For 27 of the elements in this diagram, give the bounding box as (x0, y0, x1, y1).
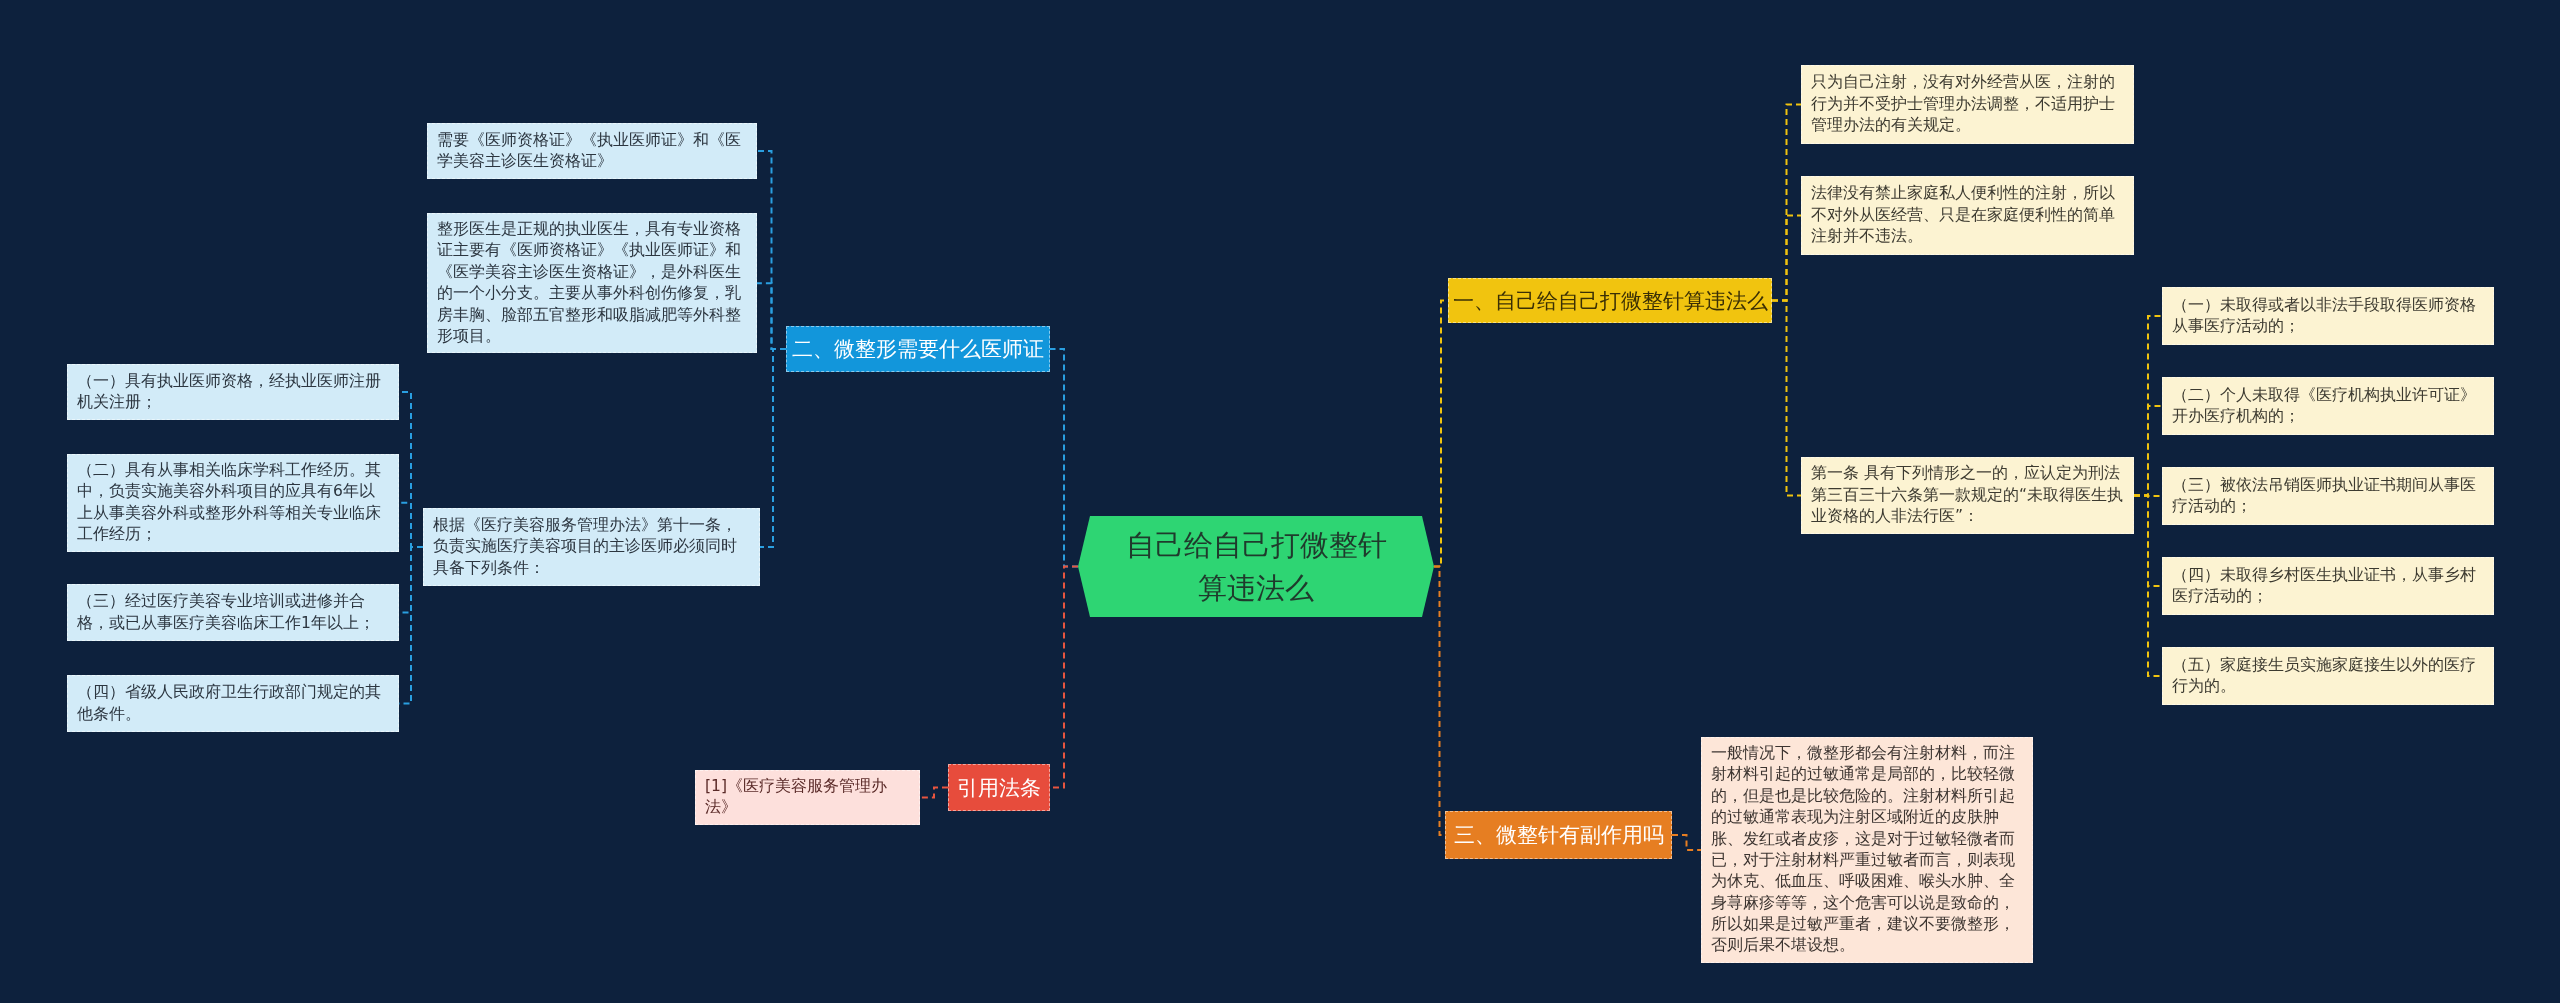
branch-box: 三、微整针有副作用吗 (1445, 811, 1672, 859)
text-box: [1]《医疗美容服务管理办法》 (695, 770, 920, 825)
text-box: 法律没有禁止家庭私人便利性的注射，所以不对外从医经营、只是在家庭便利性的简单注射并不违法。 (1801, 176, 2134, 255)
text-box: 一般情况下，微整形都会有注射材料，而注射材料引起的过敏通常是局部的，比较轻微的，但是也是比较危险的。注射材料所引起的过敏通常表现为注射区域附近的皮肤肿胀、发红或者皮疹，这是对于过敏轻微者而已，对于注射材料严重过敏者而言，则表现为休克、低血压、呼吸困难、喉头水肿、全身荨麻疹等等，这个危害可以说是致命的，所以如果是过敏严重者，建议不要微整形，否则后果不堪设想。 (1701, 737, 2033, 963)
text-box: 整形医生是正规的执业医生，具有专业资格证主要有《医师资格证》《执业医师证》和《医学美容主诊医生资格证》，是外科医生的一个小分支。主要从事外科创伤修复，乳房丰胸、脸部五官整形和吸脂减肥等外科整形项目。 (427, 213, 757, 354)
text-box: 根据《医疗美容服务管理办法》第十一条，负责实施医疗美容项目的主诊医师必须同时具备下列条件： (423, 508, 760, 586)
connector-line (1771, 299, 1802, 497)
text-box: 只为自己注射，没有对外经营从医，注射的行为并不受护士管理办法调整，不适用护士管理办法的有关规定。 (1801, 65, 2134, 144)
text-box: （二）个人未取得《医疗机构执业许可证》开办医疗机构的； (2162, 377, 2494, 435)
text-box: 第一条 具有下列情形之一的，应认定为刑法第三百三十六条第一款规定的“未取得医生执业资格的人非法行医”： (1801, 457, 2134, 534)
connector-line (1671, 834, 1702, 851)
connector-line (2133, 494, 2163, 677)
text-box: （三）经过医疗美容专业培训或进修并合格，或已从事医疗美容临床工作1年以上； (67, 584, 399, 641)
connector-line (919, 786, 949, 799)
branch-box: 一、自己给自己打微整针算违法么 (1448, 278, 1772, 323)
branch-box: 二、微整形需要什么医师证 (786, 326, 1050, 372)
text-box: （一）具有执业医师资格，经执业医师注册机关注册； (67, 364, 399, 420)
text-box: （二）具有从事相关临床学科工作经历。其中，负责实施美容外科项目的应具有6年以上从事美容外科或整形外科等相关专业临床工作经历； (67, 454, 399, 552)
text-box: （四）省级人民政府卫生行政部门规定的其他条件。 (67, 675, 399, 732)
central-topic-hexagon: 自己给自己打微整针算违法么 (1078, 516, 1434, 617)
branch-box: 引用法条 (948, 764, 1050, 811)
connector-line (759, 348, 787, 548)
text-box: （五）家庭接生员实施家庭接生以外的医疗行为的。 (2162, 647, 2494, 705)
text-box: （三）被依法吊销医师执业证书期间从事医疗活动的； (2162, 467, 2494, 525)
text-box: （一）未取得或者以非法手段取得医师资格从事医疗活动的； (2162, 287, 2494, 345)
text-box: （四）未取得乡村医生执业证书，从事乡村医疗活动的； (2162, 557, 2494, 615)
text-box: 需要《医师资格证》《执业医师证》和《医学美容主诊医生资格证》 (427, 123, 757, 179)
